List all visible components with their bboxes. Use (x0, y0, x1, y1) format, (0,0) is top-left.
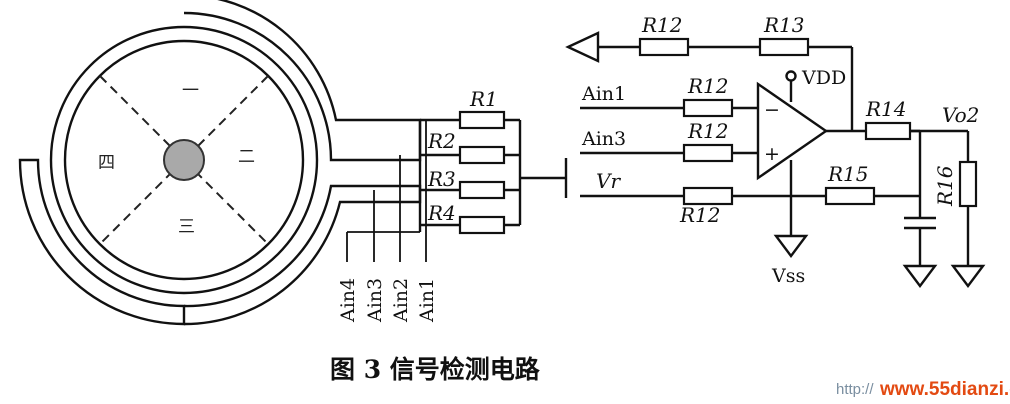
resistor-r12-top (638, 37, 690, 57)
resistor-r3 (458, 180, 506, 200)
resistor-r16 (958, 160, 978, 208)
label-ain2-tap: Ain2 (390, 278, 412, 323)
vdd-terminal (785, 70, 797, 82)
label-vdd: VDD (801, 67, 846, 89)
label-ain4-tap: Ain4 (337, 278, 359, 323)
opamp-minus-sign: − (764, 99, 780, 121)
resistor-r1 (458, 110, 506, 130)
label-r12-ain3: R12 (687, 119, 729, 143)
electrode-upper (183, 0, 422, 162)
quadrant-label-4: 四 (98, 153, 115, 173)
resistor-r13 (758, 37, 810, 57)
label-r3: R3 (427, 167, 456, 191)
quadrant-label-1: 一 (182, 81, 199, 101)
resistor-r14 (864, 121, 912, 141)
quadrant-label-2: 二 (238, 147, 255, 167)
resistor-r4 (458, 215, 506, 235)
r16-ground-icon (950, 264, 986, 288)
resistor-r2 (458, 145, 506, 165)
label-vo2: Vo2 (942, 103, 979, 127)
label-ain1-tap: Ain1 (416, 278, 438, 323)
ain-taps: Ain4 Ain3 Ain2 Ain1 (337, 120, 438, 323)
output-filter: R14 Vo2 R16 (826, 97, 986, 288)
watermark-site: www.55dianzi.com (879, 379, 1010, 400)
feedback-path: R12 R13 (565, 13, 854, 130)
sensor-inner-ring (63, 39, 305, 281)
label-vr: Vr (596, 169, 621, 193)
op-amp: − + VDD Vss (756, 67, 846, 287)
label-r16: R16 (933, 165, 957, 207)
label-ain3-input: Ain3 (581, 128, 626, 150)
sensor-outer-ring (49, 25, 319, 295)
opamp-plus-sign: + (764, 143, 780, 165)
label-r12-vr: R12 (679, 203, 721, 227)
label-r12-ain1: R12 (687, 74, 729, 98)
label-vss: Vss (771, 265, 805, 287)
resistor-r12-vr (682, 186, 734, 206)
resistor-bank: R1 R2 R3 R4 (418, 87, 568, 235)
label-r13: R13 (763, 13, 805, 37)
resistor-r12-ain3 (682, 143, 734, 163)
vss-ground-icon (773, 234, 809, 258)
label-r2: R2 (427, 129, 456, 153)
watermark-prefix: http:// (836, 381, 874, 398)
resistor-r15 (824, 186, 876, 206)
label-ain1-input: Ain1 (581, 83, 626, 105)
quadrant-divider-2 (99, 75, 269, 245)
label-r15: R15 (827, 162, 869, 186)
opamp-triangle (756, 81, 829, 181)
resistor-r12-ain1 (682, 98, 734, 118)
opamp-inputs: Ain1 R12 Ain3 R12 Vr R12 R15 (580, 74, 920, 227)
label-r1: R1 (469, 87, 498, 111)
quadrant-divider-1 (99, 75, 269, 245)
capacitor-ground-icon (902, 264, 938, 288)
label-r14: R14 (865, 97, 907, 121)
sensor-center-spot (163, 139, 205, 181)
figure-caption: 图 3 信号检测电路 (330, 355, 541, 384)
label-r4: R4 (427, 201, 456, 225)
quadrant-label-3: 三 (178, 217, 195, 237)
output-arrow-icon (565, 31, 600, 63)
label-r12-top: R12 (641, 13, 683, 37)
quadrant-sensor: 一 二 三 四 (49, 25, 319, 295)
label-ain3-tap: Ain3 (364, 278, 386, 323)
